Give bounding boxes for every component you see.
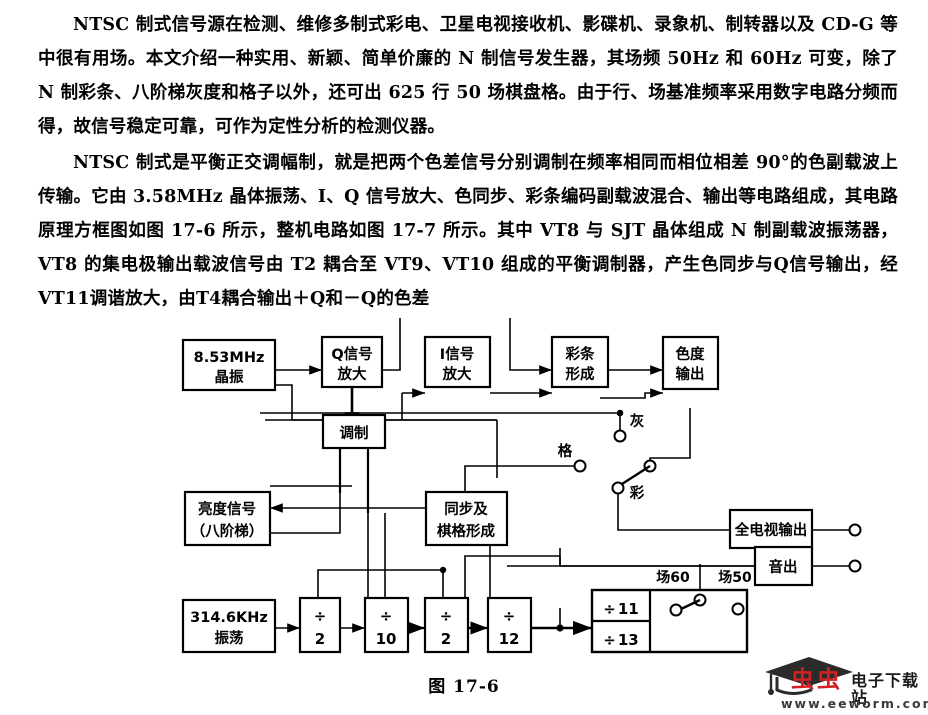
watermark-bugs: 虫虫	[791, 667, 843, 693]
switch-contact-field50[interactable]	[731, 602, 745, 616]
block-q-amp-line1: Q信号	[331, 345, 372, 363]
label-field50: 场50	[718, 570, 752, 586]
block-div2b-n: 2	[441, 630, 451, 648]
switch-blade-field[interactable]	[680, 598, 701, 611]
block-chroma-out-line1: 色度	[676, 345, 705, 363]
block-div2b-sym: ÷	[440, 607, 453, 625]
block-osc-line1: 314.6KHz	[190, 610, 268, 626]
block-colorbar-line1: 彩条	[565, 345, 595, 363]
block-chroma-out-line2: 输出	[676, 365, 705, 383]
block-audio-out-label: 音出	[769, 558, 798, 576]
paragraph-2: NTSC 制式是平衡正交调幅制，就是把两个色差信号分别调制在频率相同而相位相差 …	[38, 153, 898, 309]
block-luma-line1: 亮度信号	[198, 500, 256, 518]
block-div13-label: ÷13	[603, 631, 638, 649]
figure-caption: 图 17-6	[428, 677, 500, 697]
article-body: NTSC 制式信号源在检测、维修多制式彩电、卫星电视接收机、影碟机、录象机、制转…	[38, 8, 898, 316]
block-field-selector: ÷11 ÷13	[590, 588, 749, 654]
site-watermark: 虫虫 电子下载站 www.eeworm.com	[753, 655, 928, 713]
block-div10-n: 10	[376, 630, 397, 648]
block-div11-label: ÷11	[603, 600, 638, 618]
block-diagram-svg: 8.53MHz 晶振 Q信号 放大 I信号 放大	[181, 318, 862, 654]
block-div10: ÷ 10	[363, 596, 410, 654]
terminal-video-out[interactable]	[848, 523, 862, 537]
block-chroma-out: 色度 输出	[661, 335, 720, 391]
block-q-amp: Q信号 放大	[320, 335, 384, 389]
block-div2a-n: 2	[315, 630, 325, 648]
block-sync-line2: 棋格形成	[437, 522, 495, 540]
block-video-out: 全电视输出	[728, 508, 814, 550]
junction-dot	[616, 409, 624, 417]
paragraph-1: NTSC 制式信号源在检测、维修多制式彩电、卫星电视接收机、影碟机、录象机、制转…	[38, 15, 898, 137]
switch-contact-color[interactable]	[611, 481, 625, 495]
block-div2a-sym: ÷	[314, 607, 327, 625]
block-q-amp-line2: 放大	[337, 365, 367, 383]
block-xtal-line2: 晶振	[215, 368, 244, 386]
block-modulator-label: 调制	[340, 424, 369, 442]
block-colorbar-line2: 形成	[566, 365, 595, 383]
terminal-audio-out[interactable]	[848, 559, 862, 573]
block-audio-out: 音出	[753, 545, 814, 587]
block-osc: 314.6KHz 振荡	[181, 598, 277, 654]
block-modulator: 调制	[321, 413, 387, 450]
block-div12-sym: ÷	[503, 607, 516, 625]
block-sync: 同步及 棋格形成	[424, 490, 509, 547]
block-video-out-label: 全电视输出	[734, 521, 808, 539]
switch-contact-grid[interactable]	[573, 459, 587, 473]
block-div12: ÷ 12	[486, 596, 533, 654]
block-div2b: ÷ 2	[423, 596, 470, 654]
switch-contact-field60[interactable]	[669, 603, 683, 617]
block-colorbar: 彩条 形成	[550, 335, 610, 389]
switch-contact-gray[interactable]	[613, 429, 627, 443]
label-color: 彩	[629, 484, 645, 502]
block-i-amp-line1: I信号	[440, 345, 474, 363]
switch-blade-color[interactable]	[621, 464, 651, 486]
watermark-url: www.eeworm.com	[781, 696, 928, 711]
figure-17-6: 8.53MHz 晶振 Q信号 放大 I信号 放大	[0, 318, 928, 715]
block-div10-sym: ÷	[380, 607, 393, 625]
block-div12-n: 12	[499, 630, 520, 648]
block-i-amp: I信号 放大	[423, 335, 492, 389]
block-xtal-line1: 8.53MHz	[194, 350, 265, 366]
junction-dot	[439, 566, 447, 574]
label-gray: 灰	[630, 412, 645, 430]
junction-dot	[556, 624, 564, 632]
graduation-cap-icon	[765, 657, 853, 695]
block-osc-line2: 振荡	[215, 629, 244, 647]
block-div2a: ÷ 2	[298, 596, 342, 654]
block-luma-line2: （八阶梯）	[191, 522, 264, 540]
block-luma: 亮度信号 （八阶梯）	[183, 490, 272, 547]
block-xtal: 8.53MHz 晶振	[181, 338, 277, 392]
label-grid: 格	[558, 442, 573, 460]
watermark-sitename: 电子下载站	[851, 671, 920, 707]
block-i-amp-line2: 放大	[442, 365, 472, 383]
label-field60: 场60	[656, 570, 690, 586]
block-sync-line1: 同步及	[444, 501, 488, 518]
